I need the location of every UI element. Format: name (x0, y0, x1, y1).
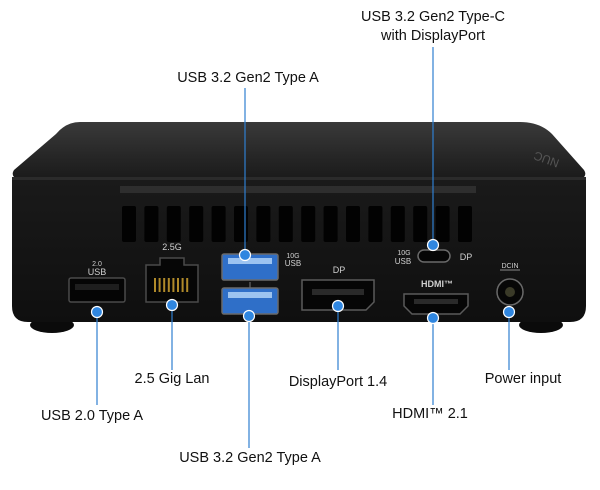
hdmi-logo-label: HDMI™ (421, 279, 453, 289)
vent-slot (435, 206, 450, 242)
lan-pin (172, 278, 175, 292)
lan-marker (165, 298, 179, 312)
vent-slot (323, 206, 338, 242)
lan-pin (186, 278, 189, 292)
vent-slot (144, 206, 159, 242)
vent-slot (390, 206, 405, 242)
dcin-label: DCIN (501, 263, 518, 270)
vent-slot (122, 206, 136, 242)
chassis-top (12, 122, 586, 180)
leader-lines (96, 47, 510, 448)
vent-slot (301, 206, 316, 242)
usb-10g-label: 10G (286, 253, 299, 260)
lan-pin (158, 278, 161, 292)
hdmi-marker (426, 311, 440, 325)
callout-lan: 2.5 Gig Lan (134, 371, 210, 387)
vent-slot (234, 206, 248, 242)
usb-c-marker (426, 238, 440, 252)
callout-usb-a-top: USB 3.2 Gen2 Type A (177, 70, 319, 86)
lan-port (145, 257, 199, 303)
vent-slot (166, 206, 181, 242)
usb-c-port (417, 249, 451, 263)
vent-slot (458, 206, 472, 242)
usbc-dp-label: DP (460, 252, 473, 262)
lan-speed-label: 2.5G (162, 242, 182, 252)
callout-usb2: USB 2.0 Type A (40, 408, 144, 424)
lan-contacts (154, 278, 189, 292)
callout-displayport: DisplayPort 1.4 (288, 374, 388, 390)
usbc-10g-label: 10G (397, 250, 410, 257)
callout-usb-c-line2: with DisplayPort (381, 28, 485, 44)
callout-usb-c: USB 3.2 Gen2 Type-C with DisplayPort (361, 8, 505, 46)
lan-pin (181, 278, 184, 292)
callout-power: Power input (484, 371, 562, 387)
vent-slot (413, 206, 428, 242)
displayport-marker (331, 299, 345, 313)
usb-usb-label: USB (285, 259, 301, 268)
usbc-usb-label: USB (395, 257, 411, 266)
dp-label: DP (333, 265, 346, 275)
usb-a-top-marker (238, 248, 252, 262)
callout-usb-a-bottom: USB 3.2 Gen2 Type A (179, 450, 321, 466)
vent-slot (256, 206, 271, 242)
vent-grille (122, 206, 472, 242)
vent-slot (189, 206, 204, 242)
chassis-edge (12, 177, 586, 180)
lan-pin (167, 278, 170, 292)
lan-pin (163, 278, 166, 292)
lid-slot (120, 186, 476, 193)
usb2-usb-label: USB (88, 267, 107, 277)
usb2-version-label: 2.0 (92, 261, 102, 268)
vent-slot (211, 206, 226, 242)
callout-hdmi: HDMI™ 2.1 (392, 406, 468, 422)
vent-slot (368, 206, 383, 242)
lan-pin (177, 278, 179, 292)
callout-usb-c-line1: USB 3.2 Gen2 Type-C (360, 9, 506, 25)
vent-slot (346, 206, 360, 242)
vent-slot (278, 206, 293, 242)
usb2-marker (90, 305, 104, 319)
power-marker (502, 305, 516, 319)
lan-pin (154, 278, 156, 292)
usb-a-bottom-marker (242, 309, 256, 323)
